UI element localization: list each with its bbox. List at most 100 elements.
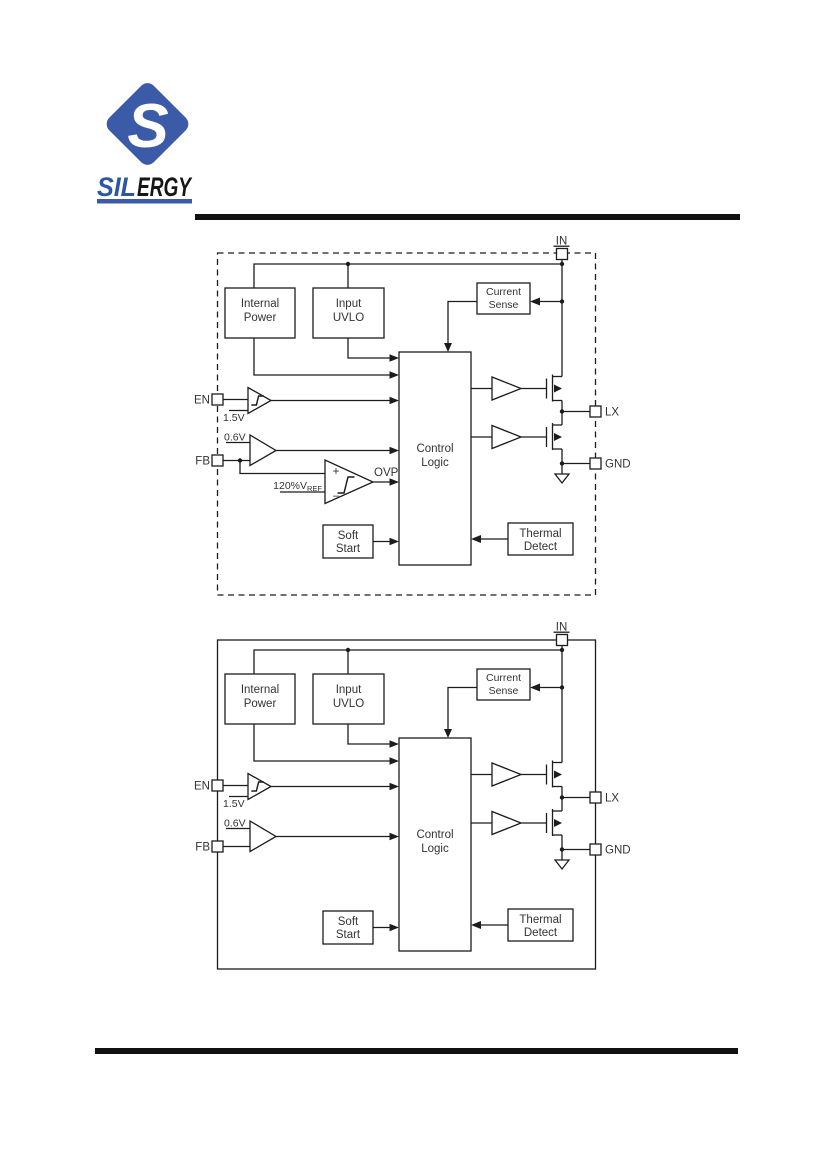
header-rule xyxy=(195,214,740,220)
pin-en-label: EN xyxy=(194,395,210,407)
pin-in xyxy=(555,247,569,261)
pin-in xyxy=(555,633,569,647)
block-label: Power xyxy=(244,312,277,324)
ovp-reference-label: 120%VREF xyxy=(273,480,322,493)
pin-gnd-label: GND xyxy=(605,459,631,471)
pin-gnd xyxy=(589,457,602,470)
footer-rule xyxy=(95,1048,738,1054)
block-thermal-detect xyxy=(507,522,574,556)
logo-diamond-icon xyxy=(106,83,189,165)
nmos-high-side-icon xyxy=(545,374,563,412)
block-label: UVLO xyxy=(333,698,364,710)
block-label: Current xyxy=(486,286,521,298)
pin-en xyxy=(211,779,224,792)
block-control-logic xyxy=(398,737,472,952)
ovp-reference-main: 120%V xyxy=(273,480,307,492)
block-soft-start xyxy=(322,524,374,559)
block-label: Sense xyxy=(489,685,519,697)
pin-lx-label: LX xyxy=(605,793,619,805)
en-comparator-icon xyxy=(247,772,273,801)
en-threshold-label: 1.5V xyxy=(223,798,245,810)
block-label: Thermal xyxy=(519,914,561,926)
hysteresis-icon xyxy=(251,395,264,406)
gate-driver-low-icon xyxy=(491,810,523,836)
block-input-uvlo xyxy=(312,673,385,725)
logo-wordmark-sil: SIL xyxy=(97,172,136,202)
block-label: Input xyxy=(336,684,362,696)
block-label: Internal xyxy=(241,298,279,310)
block-label: Input xyxy=(336,298,362,310)
block-label: Logic xyxy=(421,843,449,855)
blocks: Internal Power Input UVLO Current Sense … xyxy=(224,668,574,952)
ic-boundary-dashed xyxy=(216,252,597,596)
labels: IN EN FB LX GND 1.5V 0.6V xyxy=(194,622,631,857)
logo-s-glyph: S xyxy=(127,92,168,161)
ground-icon xyxy=(553,849,571,871)
block-label: Logic xyxy=(421,457,449,469)
block-label: Sense xyxy=(489,299,519,311)
block-diagram-1: + − xyxy=(194,236,631,596)
block-internal-power xyxy=(224,673,296,725)
pin-lx-label: LX xyxy=(605,407,619,419)
block-internal-power xyxy=(224,287,296,339)
pin-fb xyxy=(211,454,224,467)
pin-gnd xyxy=(589,843,602,856)
hysteresis-icon xyxy=(251,781,264,792)
block-label: Soft xyxy=(338,530,359,542)
logo-wordmark-ergy: ERGY xyxy=(137,172,193,202)
block-label: Internal xyxy=(241,684,279,696)
gate-driver-low-icon xyxy=(491,424,523,450)
gate-driver-high-icon xyxy=(491,376,523,401)
wires xyxy=(223,259,563,543)
block-current-sense xyxy=(476,668,531,701)
block-label: Start xyxy=(336,929,361,941)
block-current-sense xyxy=(476,282,531,315)
plus-input-label: + xyxy=(333,466,340,478)
fb-comparator-icon xyxy=(249,433,278,467)
pin-in-label: IN xyxy=(556,622,568,634)
block-label: Power xyxy=(244,698,277,710)
nmos-high-side-icon xyxy=(545,760,563,798)
block-thermal-detect xyxy=(507,908,574,942)
pin-en-label: EN xyxy=(194,781,210,793)
en-comparator-icon xyxy=(247,386,273,415)
block-label: UVLO xyxy=(333,312,364,324)
ovp-signal-label: OVP xyxy=(374,467,399,479)
arrowheads xyxy=(389,297,540,546)
pins xyxy=(211,247,602,470)
ic-boundary-solid xyxy=(216,639,597,970)
block-label: Thermal xyxy=(519,528,561,540)
fb-reference-label: 0.6V xyxy=(224,818,246,830)
pin-fb xyxy=(211,840,224,853)
pins xyxy=(211,633,602,856)
gate-driver-high-icon xyxy=(491,762,523,787)
ground-icon xyxy=(553,463,571,485)
wires xyxy=(223,645,563,929)
nmos-low-side-icon xyxy=(545,797,563,850)
block-label: Detect xyxy=(524,927,558,939)
arrowheads xyxy=(389,683,540,932)
block-control-logic xyxy=(398,351,472,566)
minus-input-label: − xyxy=(333,491,340,503)
pin-lx xyxy=(589,791,602,804)
fb-reference-label: 0.6V xyxy=(224,432,246,444)
block-label: Detect xyxy=(524,541,558,553)
hysteresis-icon xyxy=(337,476,355,494)
block-label: Current xyxy=(486,672,521,684)
block-label: Soft xyxy=(338,916,359,928)
block-input-uvlo xyxy=(312,287,385,339)
block-diagram-2: Internal Power Input UVLO Current Sense … xyxy=(194,622,631,970)
ovp-reference-subscript: REF xyxy=(307,484,322,493)
pin-fb-label: FB xyxy=(195,842,210,854)
block-label: Start xyxy=(336,543,361,555)
block-label: Control xyxy=(416,829,453,841)
pin-fb-label: FB xyxy=(195,456,210,468)
ovp-comparator-icon: + − xyxy=(324,458,375,505)
block-label: Control xyxy=(416,443,453,455)
en-threshold-label: 1.5V xyxy=(223,412,245,424)
junction-dots xyxy=(345,647,565,852)
blocks: Internal Power Input UVLO Current Sense … xyxy=(224,282,574,566)
logo-underline xyxy=(97,199,192,204)
junction-dots xyxy=(237,261,565,466)
pin-in-label: IN xyxy=(556,236,568,248)
